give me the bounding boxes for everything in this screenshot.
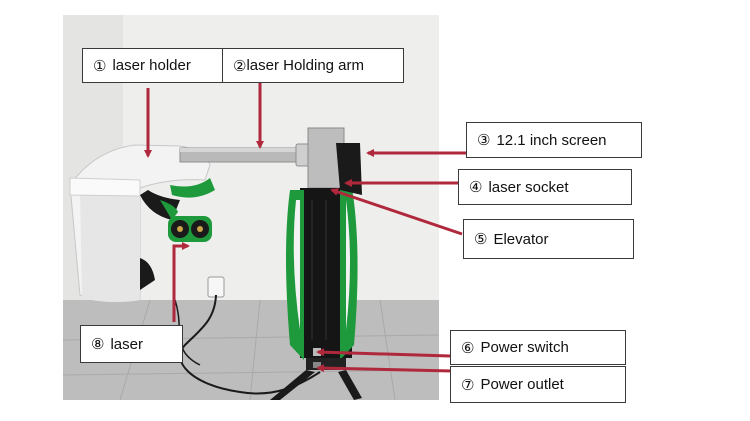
callout-number: ⑧ — [91, 336, 105, 353]
laser-holder-graphic — [69, 144, 215, 303]
callout-number: ① — [93, 57, 107, 75]
callout-text: laser socket — [488, 178, 569, 196]
callout-text: laser holder — [112, 57, 191, 74]
callout-text: laser Holding arm — [246, 57, 364, 74]
callout-screen: ③ 12.1 inch screen — [466, 122, 642, 158]
callout-power-switch: ⑥ Power switch — [450, 330, 626, 365]
callout-elevator: ⑤ Elevator — [463, 219, 634, 259]
callout-text: Elevator — [493, 230, 549, 248]
callout-text: Power switch — [480, 339, 569, 356]
callout-number: ② — [233, 57, 247, 75]
callout-power-outlet: ⑦ Power outlet — [450, 366, 626, 403]
callout-number: ⑥ — [461, 339, 475, 357]
callout-text: laser — [110, 335, 143, 353]
callout-text: Power outlet — [480, 376, 564, 393]
callout-laser-socket: ④ laser socket — [458, 169, 632, 205]
callout-laser-holding-arm: ② laser Holding arm — [222, 48, 404, 83]
callout-number: ④ — [469, 179, 483, 196]
callout-number: ③ — [477, 132, 491, 149]
callout-number: ⑤ — [474, 231, 488, 248]
callout-laser-holder: ① laser holder — [82, 48, 223, 83]
laser-module-graphic — [168, 216, 212, 242]
callout-number: ⑦ — [461, 376, 475, 394]
callout-text: 12.1 inch screen — [496, 131, 607, 149]
wall-outlet — [207, 276, 225, 298]
callout-laser: ⑧ laser — [80, 325, 183, 363]
elevator-column-graphic — [270, 127, 362, 400]
holding-arm-graphic — [179, 143, 321, 167]
